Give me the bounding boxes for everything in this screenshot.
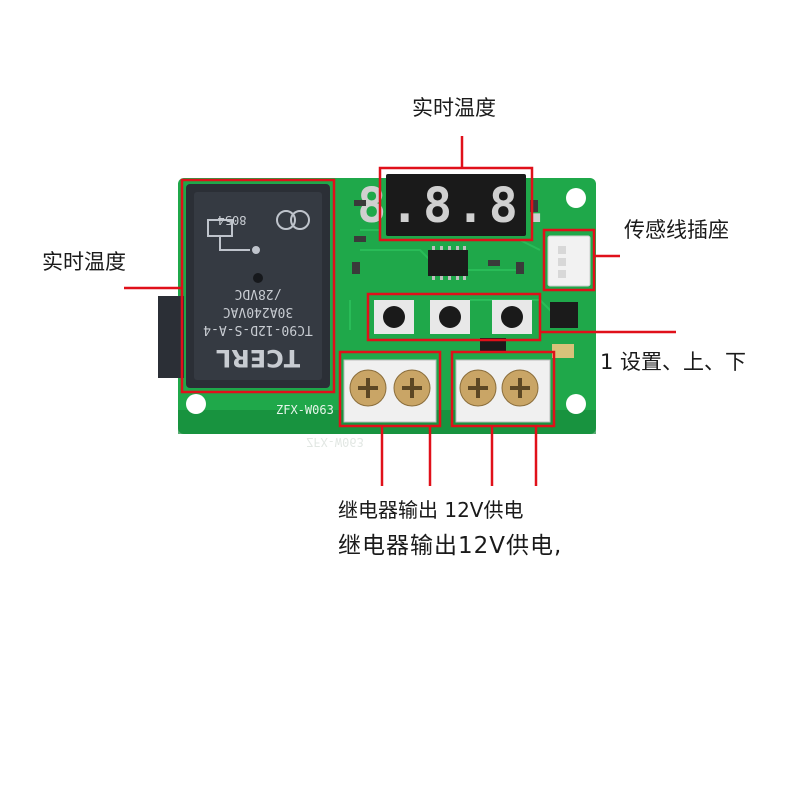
sensor-connector [547, 235, 591, 287]
chip-pins [432, 246, 466, 280]
relay-text: TCERL TC90-12D-S-A-4 30A240VAC /28VDC 80… [203, 213, 313, 372]
sensor-highlight-box [542, 228, 596, 292]
label-top-display: 实时温度 [412, 96, 496, 120]
power-terminal-highlight-box [450, 350, 556, 428]
relay-terminal-highlight-box [338, 350, 442, 428]
relay-schematic-icon [207, 219, 260, 254]
button-down[interactable] [492, 300, 532, 334]
caption-line-1: 继电器输出 12V供电 [338, 498, 524, 522]
annotations [124, 136, 676, 486]
power-input-terminal[interactable] [455, 359, 551, 423]
sensor-connector-pins [558, 246, 566, 278]
relay-face [194, 192, 322, 380]
button-up[interactable] [430, 300, 470, 334]
display-highlight-box [378, 166, 534, 242]
relay-code: 8054 [218, 213, 247, 227]
transistor [550, 302, 578, 328]
relay-brand: TCERL [216, 344, 300, 372]
controller-chip [428, 250, 468, 276]
mount-hole-bottom-right [566, 394, 586, 414]
board-model-label: ZFX-W063 [276, 403, 334, 417]
relay-rating-dc: /28VDC [235, 286, 282, 301]
relay-side-tab [158, 296, 184, 378]
relay-part: TC90-12D-S-A-4 [203, 322, 313, 337]
label-buttons: 1 设置、上、下 [600, 350, 747, 374]
mount-hole-bottom-left [186, 394, 206, 414]
button-set[interactable] [374, 300, 414, 334]
capacitor [552, 344, 574, 358]
board-model-mirror: ZFX-W063 [306, 435, 364, 449]
label-sensor-socket: 传感线插座 [624, 218, 729, 242]
smd-components [352, 200, 538, 274]
relay-output-terminal[interactable] [343, 359, 437, 423]
relay-cert-icon [276, 210, 310, 230]
label-left-relay: 实时温度 [42, 250, 126, 274]
buttons-highlight-box [366, 292, 542, 342]
relay-rating-ac: 30A240VAC [223, 304, 293, 319]
caption-line-2: 继电器输出12V供电, [338, 533, 563, 559]
led-display [386, 174, 526, 236]
relay-highlight-box [180, 178, 336, 394]
mount-hole-top-right [566, 188, 586, 208]
display-digits: 8.8.8. [357, 178, 554, 234]
relay-center-hole [253, 273, 263, 283]
diode [480, 338, 506, 352]
